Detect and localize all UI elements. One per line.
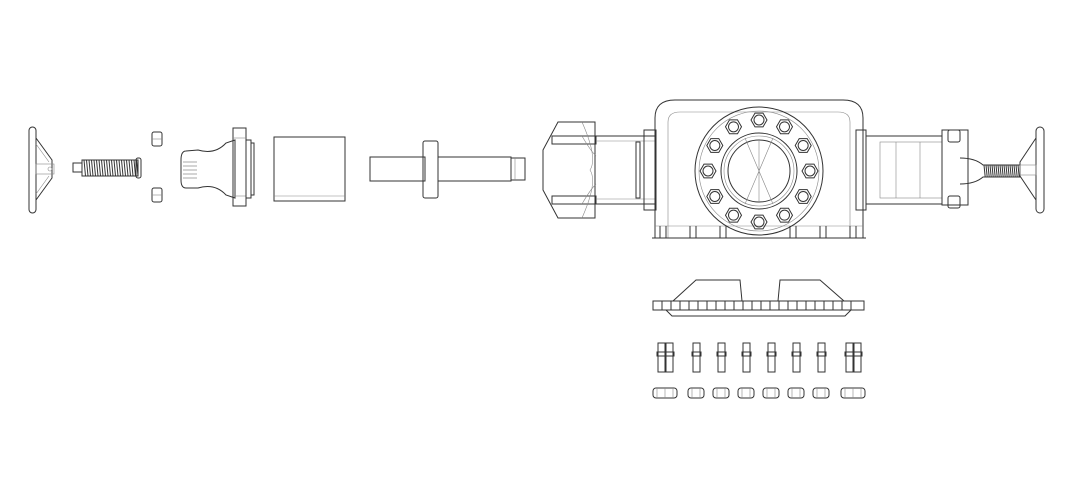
- flange-bolt: [775, 207, 794, 223]
- shaft: [369, 140, 526, 199]
- nut: [812, 387, 830, 399]
- flange-bolt: [801, 163, 819, 179]
- handwheel-left: [28, 126, 55, 214]
- flange-bolt: [794, 138, 812, 153]
- yoke-right: [866, 129, 1021, 209]
- stud: [741, 342, 752, 373]
- stud: [691, 342, 702, 373]
- stud: [656, 342, 675, 373]
- stud: [791, 342, 802, 373]
- nut: [840, 387, 866, 399]
- handwheel-right: [1019, 126, 1045, 214]
- nuts-row: [652, 387, 866, 399]
- flange-bolt: [794, 189, 812, 204]
- flange-bolt: [699, 163, 717, 179]
- flange-bolt: [750, 214, 768, 230]
- threaded-stem: [72, 157, 142, 179]
- nut: [687, 387, 705, 399]
- nut: [652, 387, 678, 399]
- flange-bolt: [750, 112, 768, 128]
- flange-bolt: [706, 138, 724, 153]
- sleeve: [273, 136, 346, 202]
- hex-nuts-pair: [151, 131, 163, 203]
- stud: [844, 342, 863, 373]
- valve-body: [652, 99, 867, 239]
- stud: [716, 342, 727, 373]
- nut: [787, 387, 805, 399]
- bonnet-body: [596, 129, 657, 211]
- nut: [712, 387, 730, 399]
- nut: [762, 387, 780, 399]
- nut: [737, 387, 755, 399]
- studs-row: [656, 342, 863, 373]
- flange-bolt: [775, 119, 794, 135]
- bonnet-cap: [542, 121, 597, 219]
- flange: [694, 106, 824, 236]
- flange-bolt: [724, 119, 743, 135]
- flange-bolt: [724, 207, 743, 223]
- stud: [766, 342, 777, 373]
- yoke-bushing: [180, 127, 255, 207]
- stud: [816, 342, 827, 373]
- flange-bolt: [706, 189, 724, 204]
- gland-plate: [652, 279, 865, 317]
